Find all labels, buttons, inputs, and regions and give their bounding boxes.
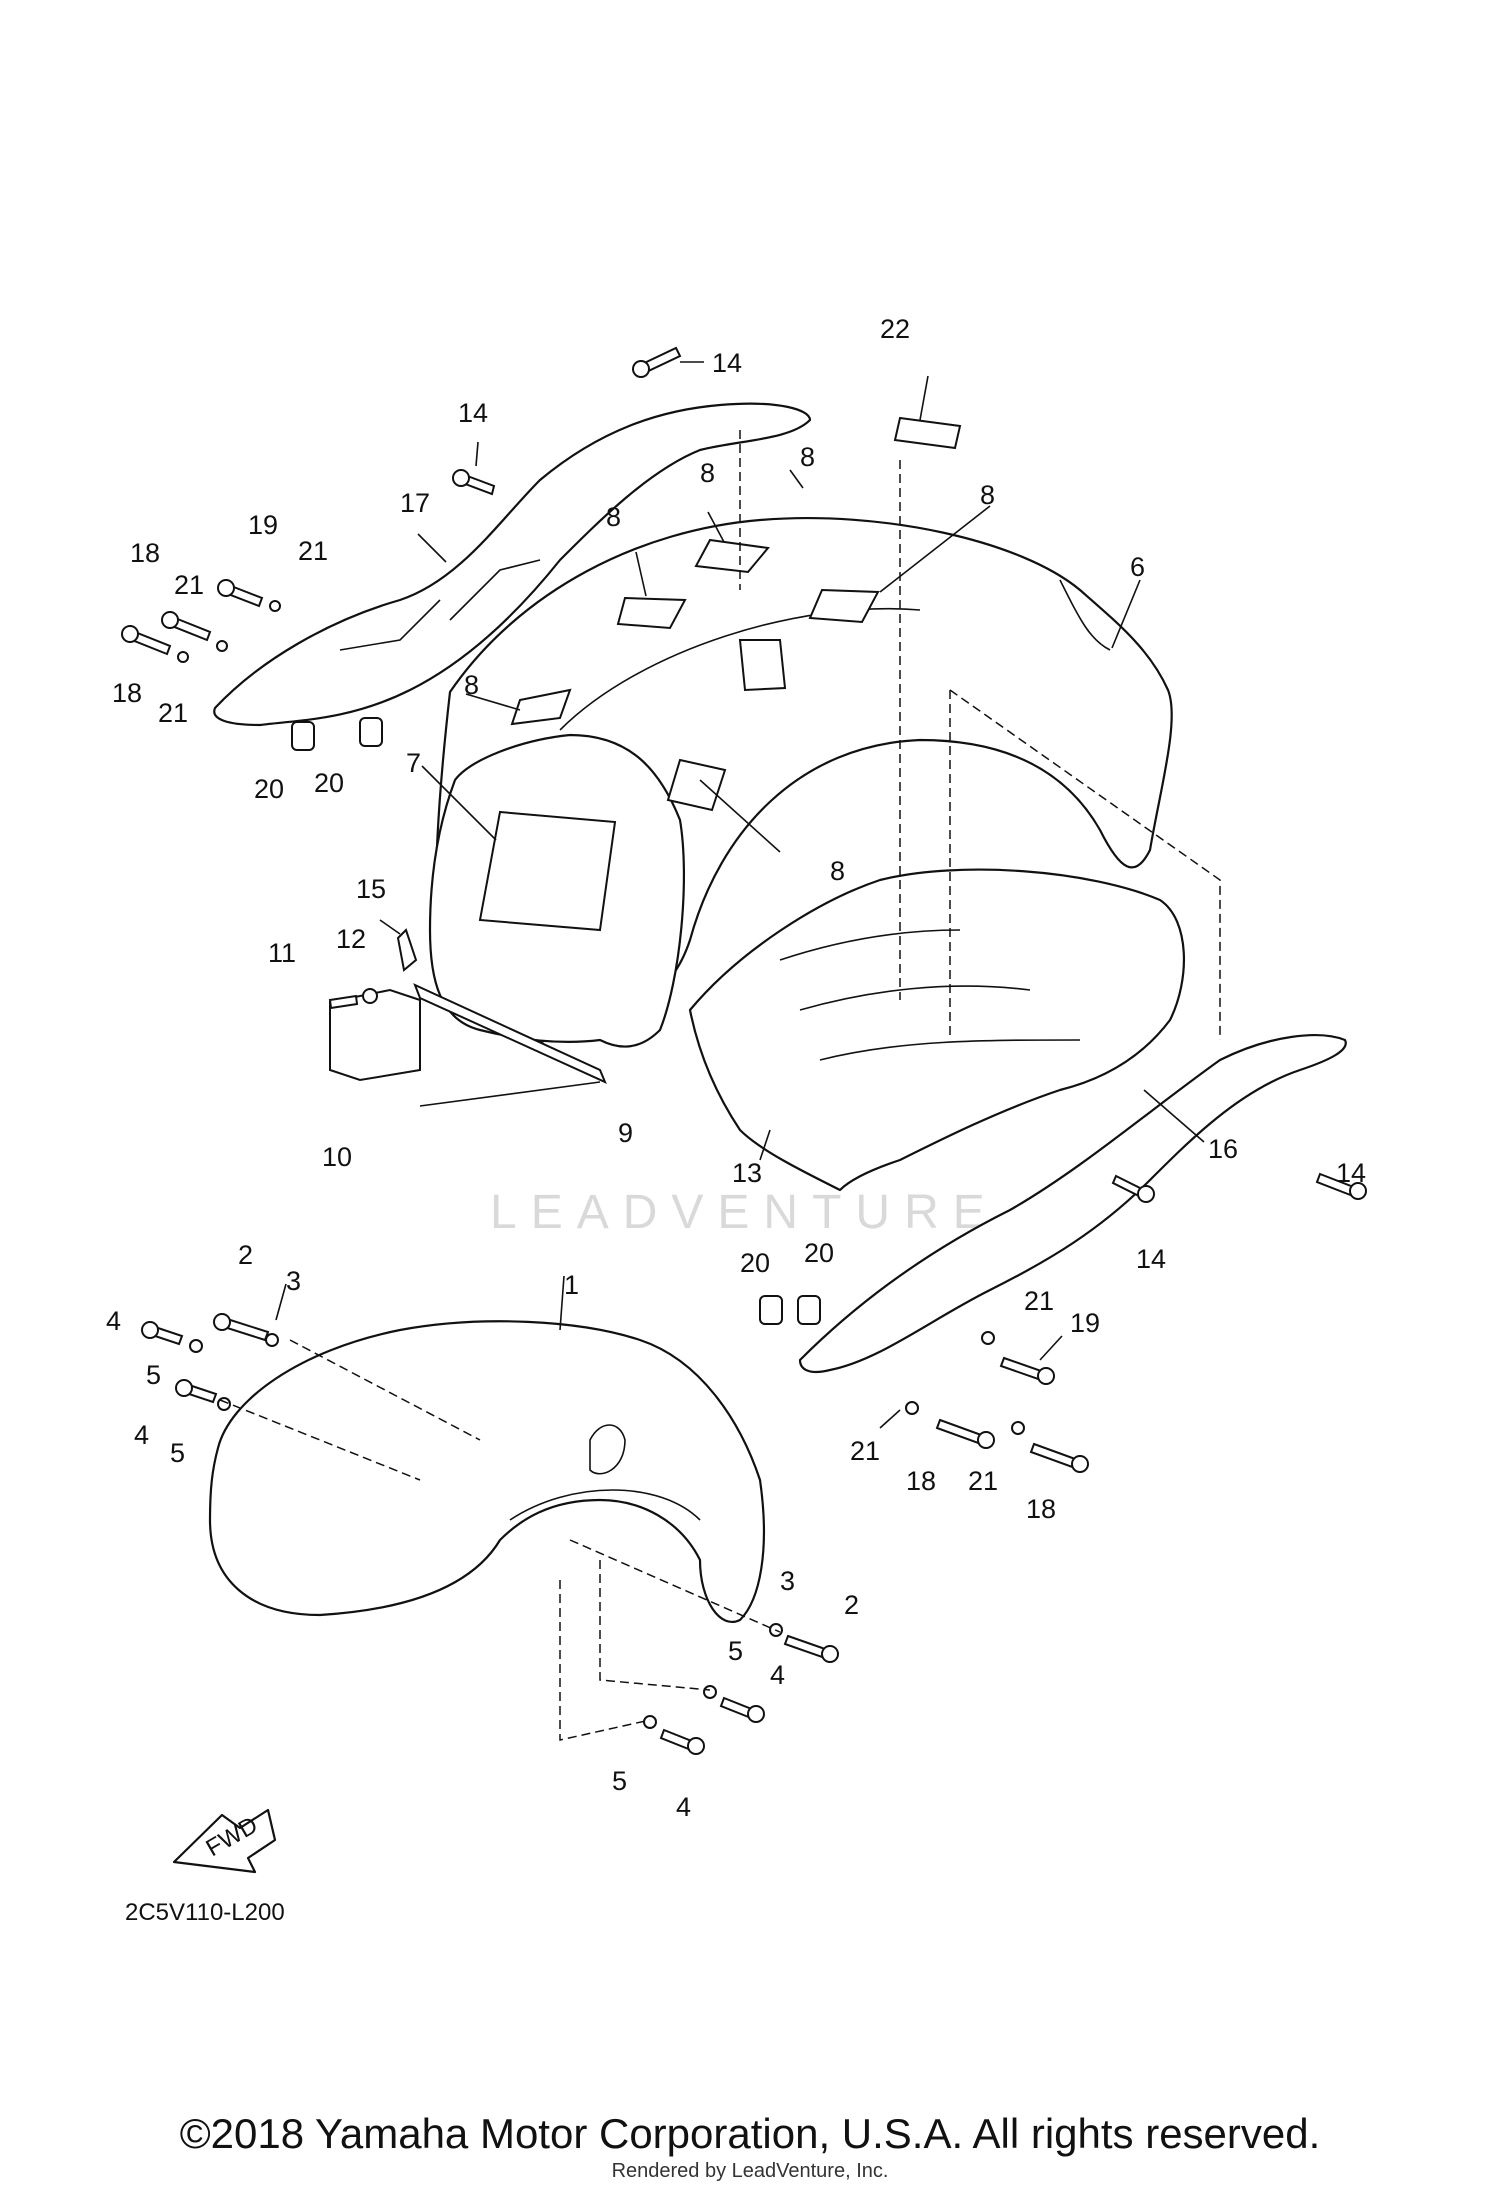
callout-4: 4 xyxy=(770,1660,785,1690)
callout-12: 12 xyxy=(336,924,366,954)
callout-8: 8 xyxy=(800,442,815,472)
callout-14: 14 xyxy=(712,348,742,378)
callout-5: 5 xyxy=(728,1636,743,1666)
callout-20: 20 xyxy=(740,1248,770,1278)
copyright-text: ©2018 Yamaha Motor Corporation, U.S.A. A… xyxy=(179,2110,1321,2157)
callout-2: 2 xyxy=(844,1590,859,1620)
callout-21: 21 xyxy=(850,1436,880,1466)
callout-1: 1 xyxy=(564,1270,579,1300)
fwd-arrow-icon: FWD xyxy=(172,1808,277,1874)
callout-3: 3 xyxy=(286,1266,301,1296)
callout-14: 14 xyxy=(1336,1158,1366,1188)
callout-8: 8 xyxy=(606,502,621,532)
callout-18: 18 xyxy=(1026,1494,1056,1524)
callout-4: 4 xyxy=(134,1420,149,1450)
fender-pads xyxy=(510,416,962,812)
callout-17: 17 xyxy=(400,488,430,518)
label-plate xyxy=(478,810,617,932)
callout-5: 5 xyxy=(146,1360,161,1390)
fender-inner-panel xyxy=(428,733,686,1048)
callout-16: 16 xyxy=(1208,1134,1238,1164)
fasteners xyxy=(121,346,1367,1755)
callout-8: 8 xyxy=(700,458,715,488)
callout-21: 21 xyxy=(158,698,188,728)
callout-21: 21 xyxy=(174,570,204,600)
callout-7: 7 xyxy=(406,748,421,778)
callout-18: 18 xyxy=(112,678,142,708)
callout-8: 8 xyxy=(980,480,995,510)
callout-13: 13 xyxy=(732,1158,762,1188)
callout-labels: 14 22 14 8 8 8 17 19 21 18 6 21 18 21 8 … xyxy=(106,314,1366,1822)
callout-11: 11 xyxy=(268,938,296,968)
callout-20: 20 xyxy=(254,774,284,804)
fender-support xyxy=(688,868,1185,1192)
callout-8: 8 xyxy=(464,670,479,700)
callout-19: 19 xyxy=(248,510,278,540)
right-stay xyxy=(798,1034,1347,1374)
diagram-code: 2C5V110-L200 xyxy=(125,1899,285,1926)
callout-9: 9 xyxy=(618,1118,633,1148)
callout-22: 22 xyxy=(880,314,910,344)
rendered-by-text: Rendered by LeadVenture, Inc. xyxy=(611,2160,889,2182)
callout-20: 20 xyxy=(314,768,344,798)
callout-5: 5 xyxy=(170,1438,185,1468)
watermark-text: LEADVENTURE xyxy=(490,1186,999,1239)
tail-pieces xyxy=(329,928,607,1084)
callout-10: 10 xyxy=(322,1142,352,1172)
callout-14: 14 xyxy=(458,398,488,428)
assembly-lines xyxy=(219,430,1221,1741)
callout-21: 21 xyxy=(298,536,328,566)
callout-21: 21 xyxy=(968,1466,998,1496)
callout-6: 6 xyxy=(1130,552,1145,582)
front-fender xyxy=(208,1320,765,1623)
callout-21: 21 xyxy=(1024,1286,1054,1316)
callout-4: 4 xyxy=(106,1306,121,1336)
callout-3: 3 xyxy=(780,1566,795,1596)
callout-4: 4 xyxy=(676,1792,691,1822)
callout-19: 19 xyxy=(1070,1308,1100,1338)
left-stay xyxy=(213,402,812,727)
callout-8: 8 xyxy=(830,856,845,886)
callout-2: 2 xyxy=(238,1240,253,1270)
leader-lines xyxy=(275,361,1205,1429)
callout-15: 15 xyxy=(356,874,386,904)
callout-18: 18 xyxy=(130,538,160,568)
callout-20: 20 xyxy=(804,1238,834,1268)
callout-14: 14 xyxy=(1136,1244,1166,1274)
callout-18: 18 xyxy=(906,1466,936,1496)
callout-5: 5 xyxy=(612,1766,627,1796)
